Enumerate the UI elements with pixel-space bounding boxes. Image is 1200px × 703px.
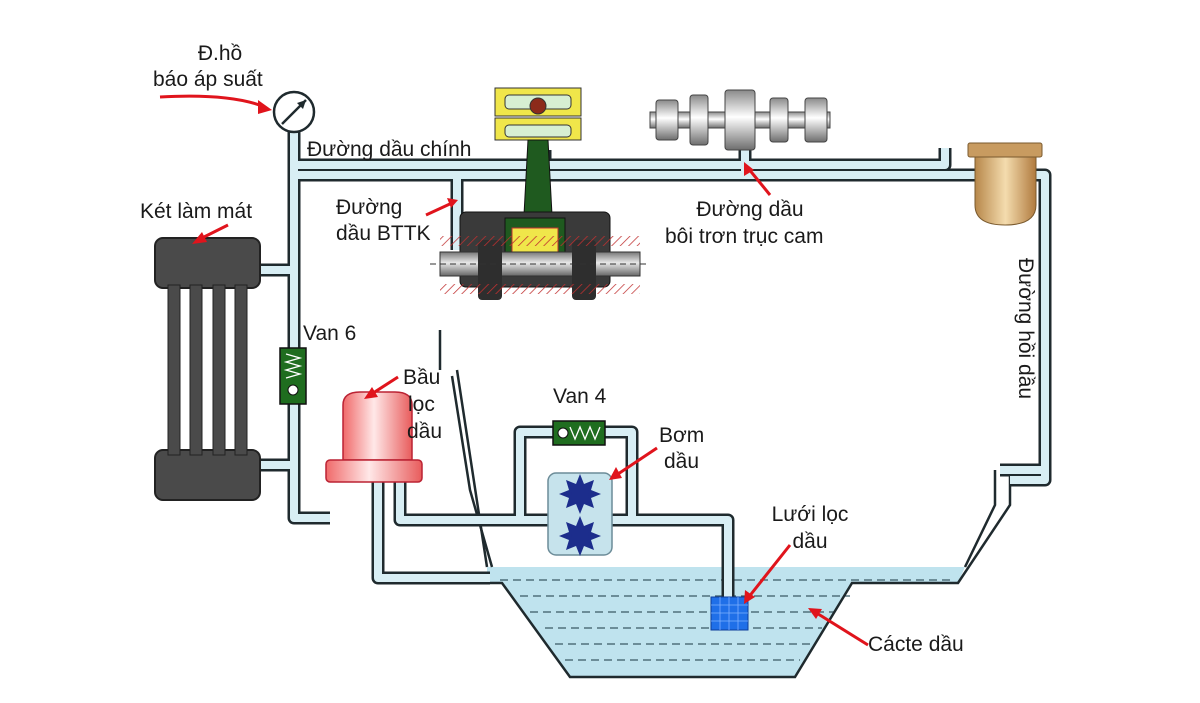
valve-6 <box>279 347 307 405</box>
camshaft <box>649 89 831 151</box>
connecting-rod-assembly <box>430 87 650 300</box>
radiator-label: Két làm mát <box>140 200 253 223</box>
sump-label: Cácte dầu <box>868 633 964 656</box>
pump-gear-bottom <box>559 516 601 556</box>
gauge-arrow <box>159 94 272 114</box>
bttk-arrow <box>425 198 458 217</box>
gauge-label-line1: Đ.hồ <box>197 42 243 65</box>
pump-label-line2: dầu <box>664 450 700 473</box>
filter-arrow <box>364 375 399 399</box>
pointer-arrows <box>159 94 869 647</box>
pressure-gauge <box>272 90 316 134</box>
valve4-label: Van 4 <box>553 385 607 408</box>
valve-4 <box>552 420 606 446</box>
sump-arrow <box>808 608 869 647</box>
oil-pump <box>547 472 613 556</box>
return-line-label: Đường hồi dầu <box>1014 258 1037 400</box>
pump-gear-top <box>559 474 601 514</box>
strainer-label-line1: Lưới lọc <box>771 503 849 526</box>
strainer-arrow <box>744 544 792 604</box>
valve6-label: Van 6 <box>303 322 357 345</box>
strainer-label-line2: dầu <box>792 530 828 553</box>
radiator-arrow <box>192 223 229 244</box>
filter-label-line1: Bầu <box>403 366 441 389</box>
oil-pipes <box>258 125 1052 600</box>
gauge-label-line2: báo áp suất <box>153 68 263 91</box>
main-line-label: Đường dầu chính <box>307 138 472 161</box>
oil-filter <box>325 391 423 483</box>
cam-label-line2: bôi trơn trục cam <box>665 225 824 248</box>
bttk-label-line2: dầu BTTK <box>336 222 431 245</box>
pump-label-line1: Bơm <box>659 424 705 447</box>
oil-tank <box>967 142 1043 226</box>
filter-label-line2: lọc <box>408 393 435 416</box>
oil-cooler-radiator <box>154 237 261 501</box>
cam-label-line1: Đường dầu <box>696 198 804 221</box>
filter-label-line3: dầu <box>407 420 443 443</box>
pump-arrow <box>609 446 658 480</box>
cam-arrow <box>744 162 772 196</box>
bttk-label-line1: Đường <box>336 196 403 219</box>
oil-strainer <box>710 596 749 631</box>
